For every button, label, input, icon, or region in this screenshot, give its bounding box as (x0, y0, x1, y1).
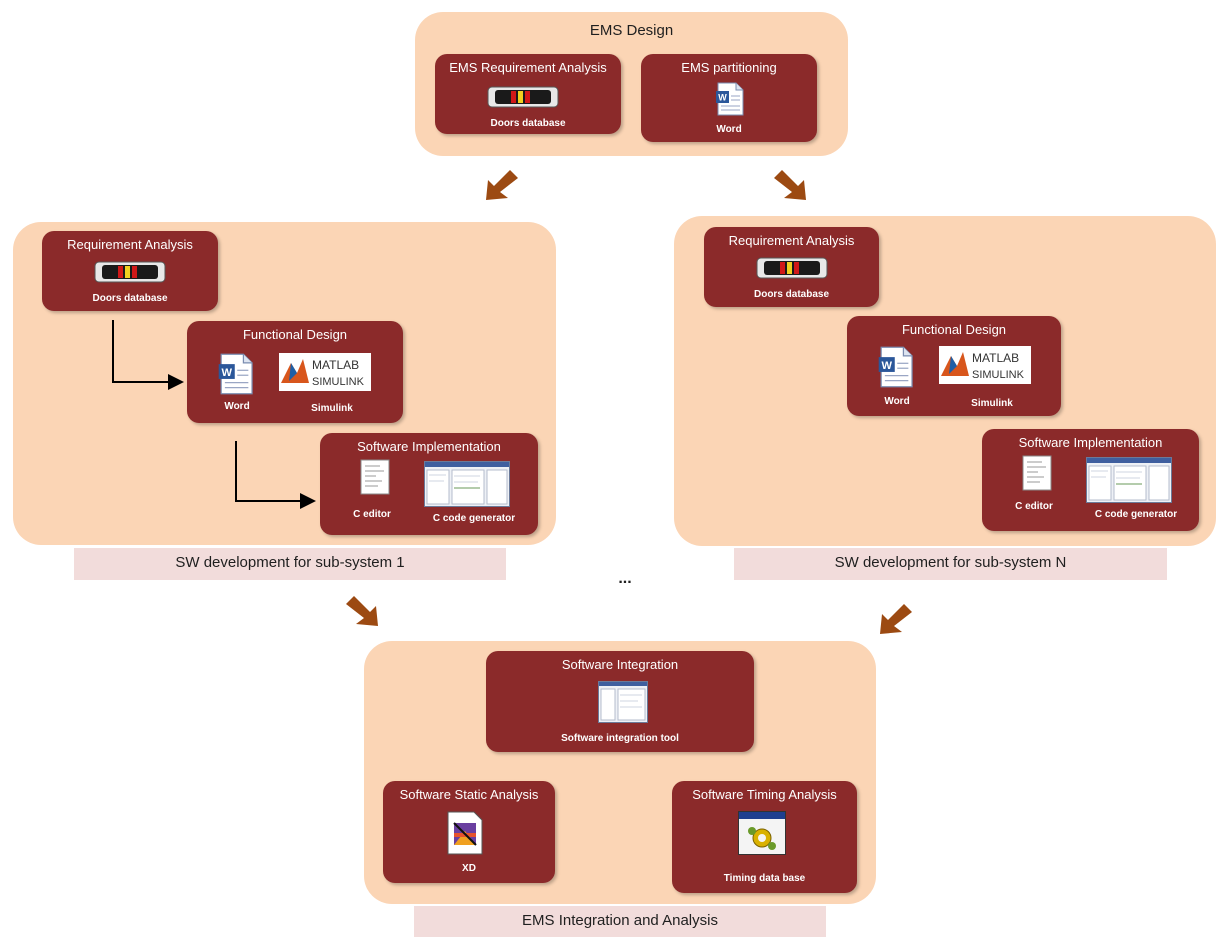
ems-partitioning-box[interactable]: EMS partitioning W Word (641, 54, 817, 142)
box-title: Requirement Analysis (67, 237, 193, 252)
ems-design-title: EMS Design (589, 22, 674, 39)
integration-tool-window-icon (598, 681, 648, 723)
c-editor-caption: C editor (353, 509, 391, 520)
box-caption: Doors database (753, 289, 830, 300)
box-caption: Word (716, 124, 742, 135)
box-title: EMS partitioning (681, 60, 777, 75)
matlab-simulink-logo-icon: MATLAB SIMULINK (279, 353, 371, 391)
simulink-logo-text: SIMULINK (972, 369, 1025, 381)
subsystem-n-label: SW development for sub-system N (734, 548, 1167, 580)
box-title: Software Timing Analysis (692, 787, 837, 802)
box-title: Functional Design (901, 322, 1007, 337)
word-document-icon: W (878, 346, 913, 388)
subsystem-n-group: Requirement Analysis Doors database Func… (674, 216, 1216, 546)
matlab-logo-text: MATLAB (972, 351, 1019, 365)
svg-text:W: W (718, 93, 727, 103)
c-code-generator-caption: C code generator (432, 513, 516, 524)
box-caption: Doors database (92, 293, 168, 304)
box-caption: Software integration tool (561, 733, 679, 744)
box-title: Software Static Analysis (399, 787, 539, 802)
box-caption: XD (462, 863, 476, 874)
word-caption: Word (884, 396, 910, 407)
matlab-logo-text: MATLAB (312, 358, 359, 372)
ellipsis-text: ... (618, 570, 632, 587)
code-generator-window-icon (1086, 457, 1172, 503)
ems-integration-group: Software Integration Software integratio… (364, 641, 876, 904)
doors-database-icon (756, 257, 828, 279)
box-title: Functional Design (242, 327, 348, 342)
timing-gear-window-icon (738, 811, 786, 855)
ems-design-group: EMS Design EMS Requirement Analysis Door… (415, 12, 848, 156)
req-to-func-arrow (112, 320, 184, 390)
code-generator-window-icon (424, 461, 510, 507)
box-caption: Doors database (490, 118, 566, 129)
subsystem-1-group: Requirement Analysis Doors database Func… (13, 222, 556, 545)
box-caption: Timing data base (723, 873, 806, 884)
box-title: Software Implementation (1018, 435, 1163, 450)
func-to-impl-arrow (235, 441, 316, 509)
xd-tool-icon (447, 811, 483, 855)
down-right-arrow-icon (346, 596, 378, 626)
c-editor-icon (1022, 455, 1052, 491)
matlab-simulink-logo-icon: MATLAB SIMULINK (939, 346, 1031, 384)
svg-text:W: W (881, 360, 892, 372)
box-title: Software Implementation (357, 439, 501, 454)
box-title: EMS Requirement Analysis (449, 60, 607, 75)
word-caption: Word (224, 401, 250, 412)
software-static-analysis-box[interactable]: Software Static Analysis XD (383, 781, 555, 883)
box-title: Software Integration (561, 657, 679, 672)
simulink-caption: Simulink (311, 403, 353, 414)
doors-database-icon (94, 261, 166, 283)
c-editor-caption: C editor (1015, 501, 1053, 512)
software-implementation-box[interactable]: Software Implementation C editor C code … (320, 433, 538, 535)
ems-integration-label: EMS Integration and Analysis (414, 906, 826, 937)
box-title: Requirement Analysis (728, 233, 855, 248)
software-implementation-box[interactable]: Software Implementation C editor C code … (982, 429, 1199, 531)
svg-text:W: W (221, 367, 232, 379)
subsystem-1-label: SW development for sub-system 1 (74, 548, 506, 580)
down-left-arrow-icon (486, 170, 518, 200)
software-timing-analysis-box[interactable]: Software Timing Analysis Timing data bas… (672, 781, 857, 893)
functional-design-box[interactable]: Functional Design W MATLAB SIMULINK Word… (847, 316, 1061, 416)
down-right-arrow-icon (774, 170, 806, 200)
word-document-icon: W (716, 82, 744, 116)
word-document-icon: W (218, 353, 253, 395)
c-editor-icon (360, 459, 390, 495)
simulink-logo-text: SIMULINK (312, 376, 365, 388)
simulink-caption: Simulink (971, 398, 1013, 409)
software-integration-box[interactable]: Software Integration Software integratio… (486, 651, 754, 752)
functional-design-box[interactable]: Functional Design W MATLAB SIMULINK Word… (187, 321, 403, 423)
ems-requirement-analysis-box[interactable]: EMS Requirement Analysis Doors database (435, 54, 621, 134)
requirement-analysis-box[interactable]: Requirement Analysis Doors database (704, 227, 879, 307)
requirement-analysis-box[interactable]: Requirement Analysis Doors database (42, 231, 218, 311)
doors-database-icon (487, 86, 559, 108)
down-left-arrow-icon (880, 604, 912, 634)
c-code-generator-caption: C code generator (1094, 509, 1178, 520)
